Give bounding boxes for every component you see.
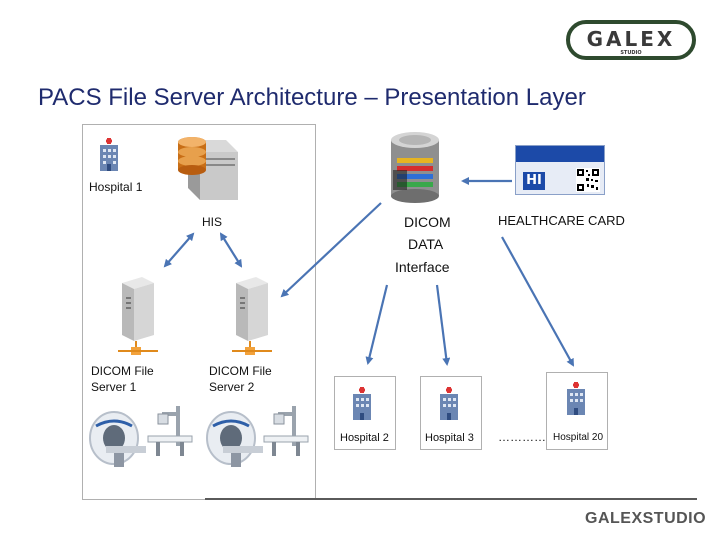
- x-ray-machine-icon: [146, 404, 196, 460]
- dicom-data-label-1: DICOM: [404, 214, 451, 230]
- hospital-1-label: Hospital 1: [89, 180, 143, 194]
- database-server-icon: [170, 130, 240, 202]
- card-logo: HI: [523, 172, 545, 190]
- hospital-icon: [98, 137, 120, 171]
- ct-scanner-icon: [86, 408, 146, 470]
- more-hospitals-ellipsis: …………: [498, 430, 546, 444]
- file-server-2-label-2: Server 2: [209, 380, 255, 394]
- ct-scanner-icon: [203, 408, 263, 470]
- hospital-icon: [438, 386, 460, 420]
- hospital-icon: [565, 381, 587, 415]
- hospital-20-label: Hospital 20: [553, 432, 604, 443]
- x-ray-machine-icon: [262, 404, 312, 460]
- logo-text: GALEX: [586, 27, 676, 51]
- hospital-3-label: Hospital 3: [425, 432, 474, 444]
- arrow-dicom-to-hospital3: [435, 284, 451, 366]
- arrow-dicom-to-fs2: [280, 202, 382, 298]
- arrow-dicom-to-hospital2: [365, 284, 389, 365]
- hospital-2-label: Hospital 2: [340, 432, 389, 444]
- file-server-icon: [118, 275, 158, 363]
- hospital-icon: [351, 386, 373, 420]
- file-server-1-label-1: DICOM File: [91, 364, 154, 378]
- dicom-database-icon: [385, 130, 445, 205]
- arrow-his-to-fs2: [219, 232, 243, 268]
- dicom-data-label-2: DATA: [408, 236, 444, 252]
- file-server-icon: [232, 275, 272, 363]
- healthcare-card-label: HEALTHCARE CARD: [498, 213, 625, 228]
- hospital-2-box: [334, 376, 396, 450]
- galex-logo: GALEX STUDIO: [566, 20, 696, 60]
- file-server-1-label-2: Server 1: [91, 380, 137, 394]
- footer-divider: [205, 498, 697, 500]
- arrow-dicom-to-hospital20: [501, 236, 574, 367]
- page-title: PACS File Server Architecture – Presenta…: [38, 84, 586, 111]
- dicom-data-label-3: Interface: [395, 259, 450, 275]
- his-label: HIS: [202, 215, 223, 229]
- footer-brand: GALEXSTUDIO: [585, 510, 707, 527]
- file-server-2-label-1: DICOM File: [209, 364, 272, 378]
- healthcare-card-icon: HI: [515, 145, 605, 195]
- logo-subtext: STUDIO: [620, 50, 642, 56]
- arrow-his-to-fs1: [163, 232, 195, 268]
